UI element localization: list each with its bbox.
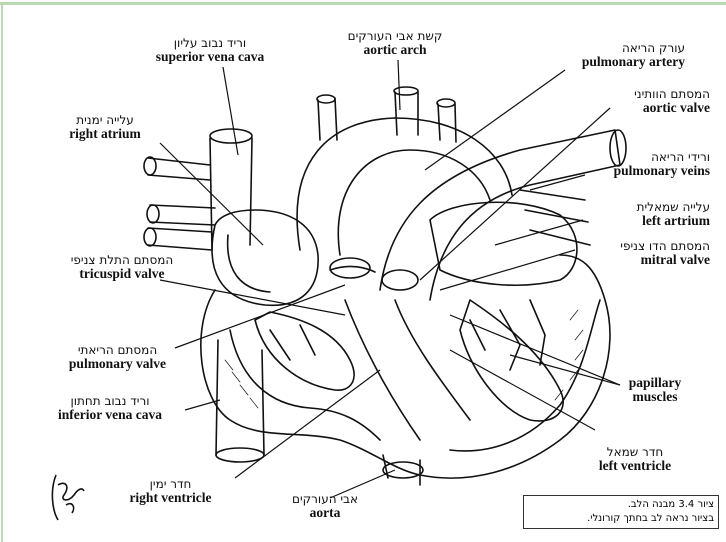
label-lv-he: חדר שמאל bbox=[606, 445, 664, 459]
label-pulmonary-veins: ורידי הריאה pulmonary veins bbox=[580, 151, 710, 178]
label-ra-he: עלייה ימנית bbox=[76, 113, 134, 127]
artist-signature-icon bbox=[51, 474, 85, 521]
label-svc-en: superior vena cava bbox=[155, 48, 265, 64]
label-pulmonary-artery: עורק הריאה pulmonary artery bbox=[545, 42, 685, 69]
label-svc-he: וריד נבוב עליון bbox=[173, 36, 247, 50]
label-pm-en1: papillary bbox=[628, 375, 682, 390]
caption-line-2: בציור נראה לב בחתך קורונלי. bbox=[587, 512, 714, 524]
label-aortic-arch: קשת אבי העורקים aortic arch bbox=[330, 30, 460, 57]
label-rv-he: חדר ימין bbox=[149, 477, 192, 491]
label-arch-en: aortic arch bbox=[363, 41, 427, 57]
label-inferior-vena-cava: וריד נבוב תחתון inferior vena cava bbox=[30, 395, 190, 422]
septum bbox=[344, 299, 471, 441]
left-frame-line bbox=[1, 2, 3, 542]
label-superior-vena-cava: וריד נבוב עליון superior vena cava bbox=[135, 37, 285, 64]
pulmonary-artery-shape bbox=[379, 129, 621, 301]
label-right-ventricle: חדר ימין right ventricle bbox=[108, 478, 233, 505]
label-ivc-en: inferior vena cava bbox=[58, 406, 162, 422]
label-tv-he: המסתם התלת צניפי bbox=[70, 253, 174, 267]
label-aorta-he: אבי העורקים bbox=[291, 492, 358, 506]
label-mv-he: המסתם הדו צניפי bbox=[620, 239, 710, 253]
label-av-en: aortic valve bbox=[642, 99, 710, 115]
caption-line-1: ציור 3.4 מבנה הלב. bbox=[627, 499, 714, 510]
label-lv-en: left ventricle bbox=[598, 457, 672, 473]
label-mitral-valve: המסתם הדו צניפי mitral valve bbox=[580, 240, 710, 267]
label-la-en: left artrium bbox=[642, 212, 710, 228]
label-pv-he: ורידי הריאה bbox=[651, 150, 710, 164]
label-ra-en: right atrium bbox=[69, 125, 141, 141]
label-left-atrium: עלייה שמאלית left artrium bbox=[590, 201, 710, 228]
label-pulv-en: pulmonary valve bbox=[68, 355, 167, 371]
right-atrium-shape bbox=[211, 209, 319, 307]
label-pv-en: pulmonary veins bbox=[613, 162, 710, 178]
aortic-arch-shape bbox=[317, 91, 457, 143]
inferior-vena-cava-shape bbox=[215, 339, 265, 456]
label-rv-en: right ventricle bbox=[129, 489, 212, 505]
label-pulmonary-valve: המסתם הריאתי pulmonary valve bbox=[50, 344, 185, 371]
label-tricuspid-valve: המסתם התלת צניפי tricuspid valve bbox=[52, 254, 192, 281]
label-pm-en2: muscles bbox=[632, 389, 678, 405]
label-mv-en: mitral valve bbox=[640, 251, 710, 267]
label-ivc-he: וריד נבוב תחתון bbox=[70, 394, 150, 408]
label-aorta: אבי העורקים aorta bbox=[265, 493, 385, 520]
left-atrium-shape bbox=[429, 201, 578, 286]
leader-lines bbox=[159, 59, 621, 499]
label-la-he: עלייה שמאלית bbox=[636, 200, 710, 214]
label-aortic-valve: המסתם הוותיני aortic valve bbox=[580, 88, 710, 115]
label-pulv-he: המסתם הריאתי bbox=[77, 343, 158, 357]
label-left-ventricle: חדר שמאל left ventricle bbox=[575, 446, 695, 473]
superior-vena-cava-shape bbox=[209, 137, 253, 251]
figure-caption: ציור 3.4 מבנה הלב. בציור נראה לב בחתך קו… bbox=[523, 495, 719, 529]
top-frame-line bbox=[0, 2, 726, 5]
label-av-he: המסתם הוותיני bbox=[634, 87, 710, 101]
label-papillary-muscles: papillary muscles bbox=[610, 375, 700, 405]
label-right-atrium: עלייה ימנית right atrium bbox=[45, 114, 165, 141]
label-pa-en: pulmonary artery bbox=[581, 53, 685, 69]
label-pa-he: עורק הריאה bbox=[621, 41, 685, 55]
label-aorta-en: aorta bbox=[309, 504, 341, 520]
label-tv-en: tricuspid valve bbox=[79, 265, 165, 281]
aorta-shape bbox=[382, 454, 421, 486]
label-arch-he: קשת אבי העורקים bbox=[347, 29, 443, 43]
